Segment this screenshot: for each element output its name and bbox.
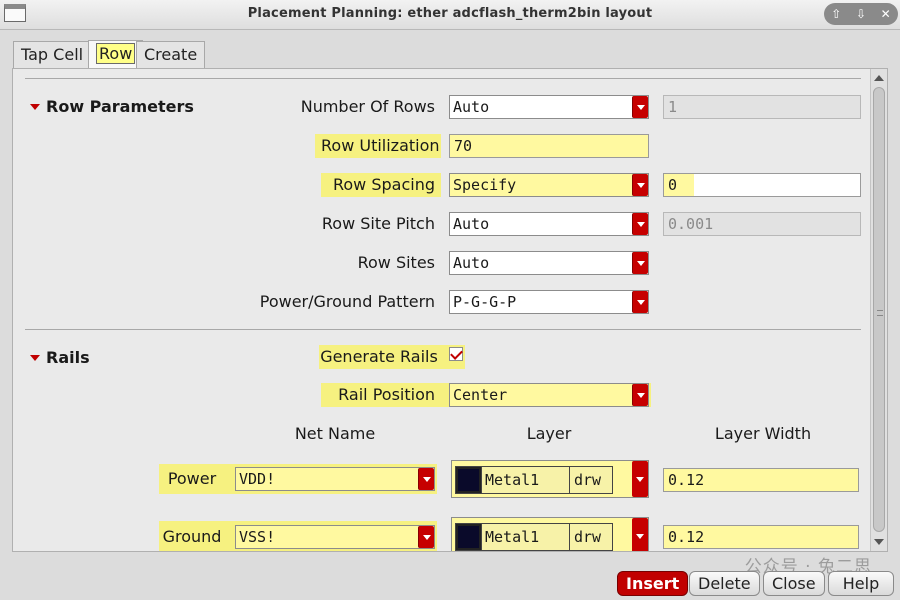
row-spacing-label: Row Spacing bbox=[321, 173, 441, 197]
close-button[interactable]: Close bbox=[763, 571, 825, 596]
row-site-pitch-field: 0.001 bbox=[663, 212, 861, 236]
tab-label: Row bbox=[96, 43, 136, 64]
dropdown-arrow-icon[interactable] bbox=[632, 291, 648, 313]
dropdown-arrow-icon[interactable] bbox=[632, 461, 648, 497]
ground-width-field[interactable]: 0.12 bbox=[663, 525, 859, 549]
row-panel: Row Parameters Number Of Rows Auto 1 Row… bbox=[12, 68, 888, 552]
layer-display: Metal1 drw bbox=[455, 523, 613, 551]
divider bbox=[25, 329, 861, 330]
tab-create[interactable]: Create bbox=[136, 41, 206, 68]
dropdown-arrow-icon[interactable] bbox=[632, 213, 648, 235]
window-title: Placement Planning: ether adcflash_therm… bbox=[247, 6, 653, 21]
layer-width-column-header: Layer Width bbox=[714, 424, 812, 443]
ground-net-select[interactable]: VSS! bbox=[235, 525, 435, 549]
number-of-rows-field: 1 bbox=[663, 95, 861, 119]
dropdown-arrow-icon[interactable] bbox=[632, 174, 648, 196]
dropdown-arrow-icon[interactable] bbox=[632, 252, 648, 274]
layer-name: Metal1 bbox=[482, 467, 570, 493]
layer-name: Metal1 bbox=[482, 524, 570, 550]
row-sites-select[interactable]: Auto bbox=[449, 251, 649, 275]
ground-label: Ground bbox=[162, 527, 222, 546]
tab-row[interactable]: Row bbox=[88, 40, 144, 69]
combo-value: VSS! bbox=[239, 528, 276, 546]
combo-value: Auto bbox=[453, 98, 490, 116]
dropdown-arrow-icon[interactable] bbox=[632, 518, 648, 551]
combo-value: Center bbox=[453, 386, 508, 404]
row-spacing-field[interactable]: 0 bbox=[663, 173, 861, 197]
number-of-rows-label: Number Of Rows bbox=[300, 97, 435, 116]
number-of-rows-select[interactable]: Auto bbox=[449, 95, 649, 119]
rail-position-label: Rail Position bbox=[338, 385, 435, 404]
generate-rails-checkbox[interactable] bbox=[449, 347, 463, 361]
insert-button[interactable]: Insert bbox=[617, 571, 689, 596]
ground-layer-select[interactable]: Metal1 drw bbox=[451, 517, 649, 551]
scroll-up-icon[interactable] bbox=[874, 75, 884, 81]
row-spacing-select[interactable]: Specify bbox=[449, 173, 649, 197]
layer-color-swatch bbox=[456, 524, 482, 550]
layer-display: Metal1 drw bbox=[455, 466, 613, 494]
dropdown-arrow-icon[interactable] bbox=[418, 526, 434, 548]
scrollbar-thumb[interactable] bbox=[873, 87, 885, 532]
row-sites-label: Row Sites bbox=[357, 253, 435, 272]
tab-label: Create bbox=[144, 45, 198, 64]
dropdown-arrow-icon[interactable] bbox=[632, 96, 648, 118]
grip-icon bbox=[877, 310, 883, 316]
power-net-select[interactable]: VDD! bbox=[235, 467, 435, 491]
layer-purpose: drw bbox=[574, 528, 602, 546]
generate-rails-highlight bbox=[319, 345, 465, 369]
net-name-column-header: Net Name bbox=[294, 424, 376, 443]
layer-purpose: drw bbox=[574, 471, 602, 489]
dropdown-arrow-icon[interactable] bbox=[418, 468, 434, 490]
tab-label: Tap Cell bbox=[21, 45, 84, 64]
window-controls: ⇧ ⇩ ✕ bbox=[824, 3, 898, 25]
layer-column-header: Layer bbox=[526, 424, 572, 443]
combo-value: Auto bbox=[453, 215, 490, 233]
delete-button[interactable]: Delete bbox=[689, 571, 760, 596]
pg-pattern-select[interactable]: P-G-G-P bbox=[449, 290, 649, 314]
window-menu-icon[interactable] bbox=[4, 4, 26, 22]
shade-up-icon[interactable]: ⇧ bbox=[831, 7, 842, 21]
row-utilization-field[interactable]: 70 bbox=[449, 134, 649, 158]
layer-color-swatch bbox=[456, 467, 482, 493]
generate-rails-label: Generate Rails bbox=[320, 347, 438, 366]
collapse-triangle-icon bbox=[30, 103, 40, 110]
combo-value: VDD! bbox=[239, 470, 276, 488]
row-site-pitch-select[interactable]: Auto bbox=[449, 212, 649, 236]
vertical-scrollbar[interactable] bbox=[870, 69, 887, 551]
dropdown-arrow-icon[interactable] bbox=[632, 384, 648, 406]
title-bar: Placement Planning: ether adcflash_therm… bbox=[0, 0, 900, 30]
row-utilization-label: Row Utilization bbox=[315, 134, 441, 158]
rails-section-toggle[interactable]: Rails bbox=[30, 348, 90, 367]
section-heading: Row Parameters bbox=[46, 97, 194, 116]
shade-down-icon[interactable]: ⇩ bbox=[855, 7, 867, 21]
row-parameters-section-toggle[interactable]: Row Parameters bbox=[30, 97, 194, 116]
divider bbox=[25, 78, 861, 79]
help-button[interactable]: Help bbox=[828, 571, 894, 596]
collapse-triangle-icon bbox=[30, 354, 40, 361]
power-width-field[interactable]: 0.12 bbox=[663, 468, 859, 492]
power-layer-select[interactable]: Metal1 drw bbox=[451, 460, 649, 498]
close-window-icon[interactable]: ✕ bbox=[880, 7, 891, 21]
rail-position-select[interactable]: Center bbox=[449, 383, 649, 407]
pg-pattern-label: Power/Ground Pattern bbox=[259, 292, 435, 311]
combo-value: P-G-G-P bbox=[453, 293, 517, 311]
scroll-down-icon[interactable] bbox=[874, 539, 884, 545]
combo-value: Auto bbox=[453, 254, 490, 272]
combo-value: Specify bbox=[453, 176, 517, 194]
section-heading: Rails bbox=[46, 348, 90, 367]
power-label: Power bbox=[167, 469, 217, 488]
tab-tap-cell[interactable]: Tap Cell bbox=[13, 41, 92, 68]
row-site-pitch-label: Row Site Pitch bbox=[321, 214, 435, 233]
